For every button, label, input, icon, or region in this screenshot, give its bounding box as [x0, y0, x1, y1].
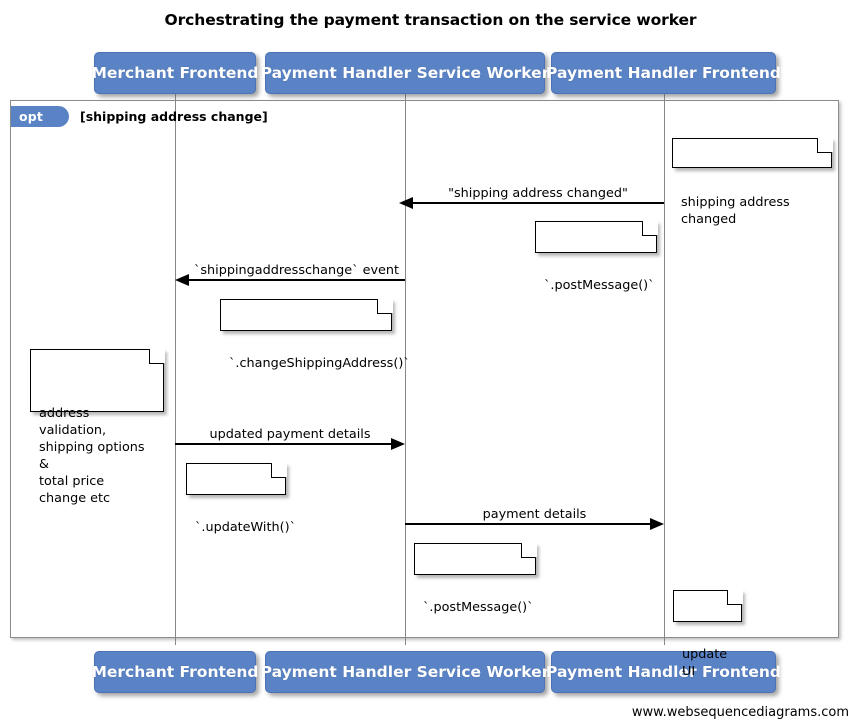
note-text: `.changeShippingAddress()` — [229, 356, 410, 371]
lifeline-payment-handler-frontend — [664, 94, 665, 645]
fragment-opt-label: opt — [11, 106, 69, 127]
message-label-shippingaddresschange-event: `shippingaddresschange` event — [193, 263, 400, 278]
fragment-guard-condition: [shipping address change] — [80, 109, 268, 124]
arrow-head-payment-details — [650, 518, 664, 530]
note-text: address validation, shipping options & t… — [39, 406, 145, 506]
note-text: update UI — [682, 647, 728, 679]
participant-label: Merchant Frontend — [91, 663, 259, 681]
message-line-payment-details — [405, 523, 651, 525]
participant-label: Payment Handler Service Worker — [260, 64, 550, 82]
message-line-updated-payment-details — [175, 443, 392, 445]
participant-payment-handler-service-worker-top[interactable]: Payment Handler Service Worker — [261, 52, 549, 94]
fragment-opt-frame — [10, 100, 839, 638]
participant-payment-handler-frontend-bottom[interactable]: Payment Handler Frontend — [546, 651, 781, 693]
message-line-shippingaddresschange-event — [188, 279, 405, 281]
page-title: Orchestrating the payment transaction on… — [164, 11, 697, 29]
arrow-head-shippingaddresschange-event — [175, 274, 189, 286]
message-label-payment-details: payment details — [482, 507, 587, 522]
note-postmessage-1: `.postMessage()` — [535, 220, 658, 293]
note-text: shipping address changed — [681, 195, 790, 227]
arrow-head-updated-payment-details — [391, 438, 405, 450]
note-postmessage-2: `.postMessage()` — [414, 542, 537, 615]
lifeline-payment-handler-service-worker — [405, 94, 406, 645]
participant-label: Merchant Frontend — [91, 64, 259, 82]
arrow-head-shipping-address-changed — [399, 197, 413, 209]
message-label-updated-payment-details: updated payment details — [209, 427, 371, 442]
participant-merchant-frontend-top[interactable]: Merchant Frontend — [91, 52, 259, 94]
lifeline-merchant-frontend — [175, 94, 176, 645]
note-text: `.postMessage()` — [423, 600, 534, 615]
fragment-type-text: opt — [19, 109, 44, 124]
note-text: `.postMessage()` — [544, 278, 655, 293]
note-text: `.updateWith()` — [195, 520, 296, 535]
watermark-link: www.websequencediagrams.com — [631, 705, 849, 720]
note-shipping-address-changed: shipping address changed — [672, 137, 833, 227]
participant-payment-handler-frontend-top[interactable]: Payment Handler Frontend — [546, 52, 781, 94]
participant-merchant-frontend-bottom[interactable]: Merchant Frontend — [91, 651, 259, 693]
note-address-validation: address validation, shipping options & t… — [30, 348, 165, 506]
participant-label: Payment Handler Frontend — [546, 663, 781, 681]
participant-label: Payment Handler Frontend — [546, 64, 781, 82]
message-line-shipping-address-changed — [412, 202, 664, 204]
note-update-ui: update UI — [673, 589, 743, 679]
note-updatewith: `.updateWith()` — [186, 462, 296, 535]
participant-payment-handler-service-worker-bottom[interactable]: Payment Handler Service Worker — [261, 651, 549, 693]
message-label-shipping-address-changed: "shipping address changed" — [448, 186, 628, 201]
participant-label: Payment Handler Service Worker — [260, 663, 550, 681]
note-changeshippingaddress: `.changeShippingAddress()` — [220, 298, 410, 371]
